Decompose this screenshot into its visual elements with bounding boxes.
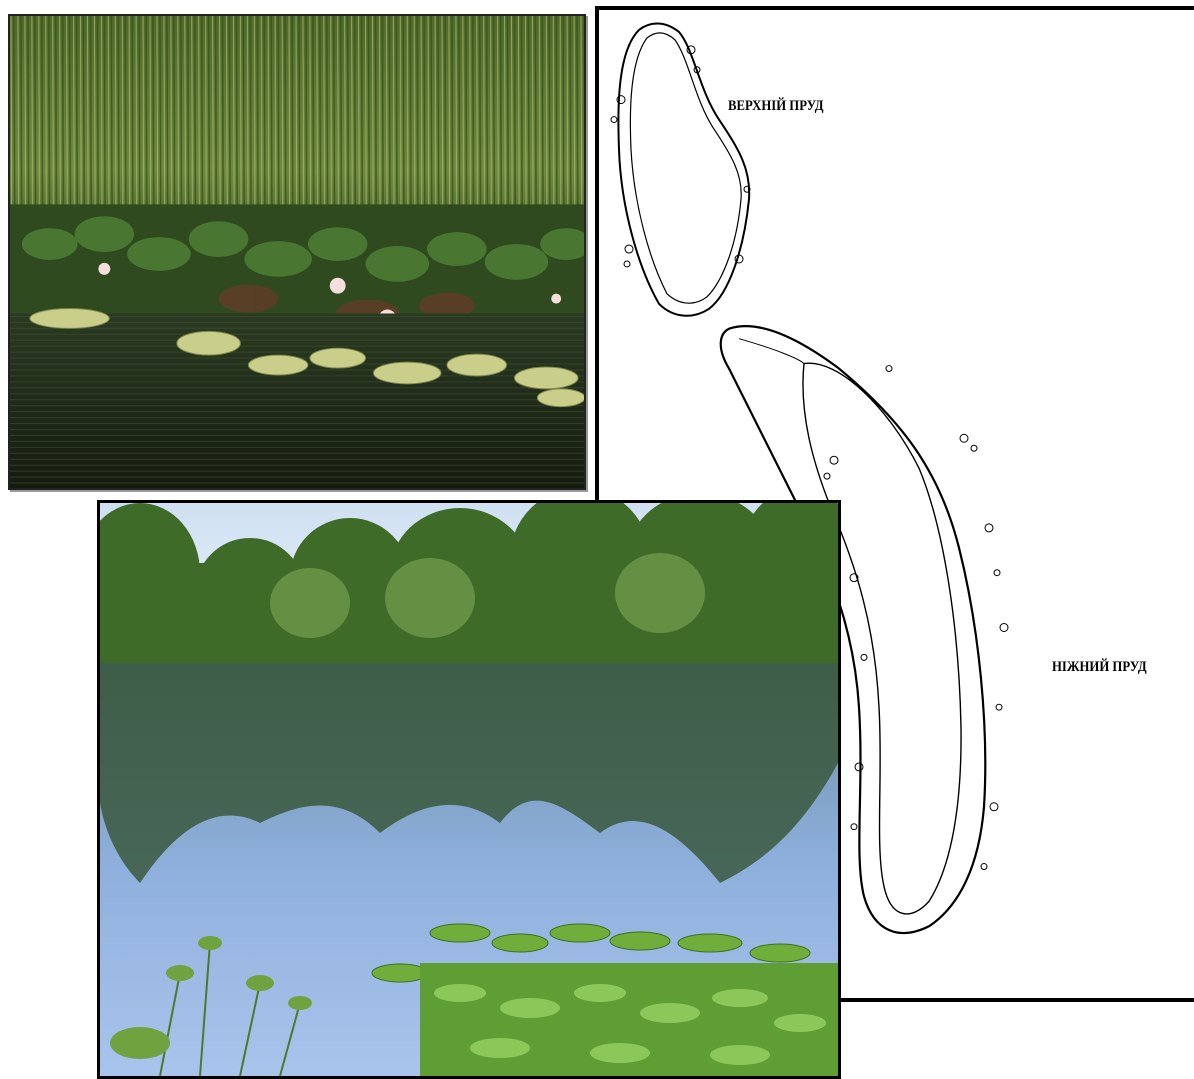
reeds-lilies-illustration bbox=[10, 16, 584, 488]
pond-reflection-illustration bbox=[100, 503, 838, 1076]
upper-pond-outline bbox=[610, 22, 751, 317]
lower-pond-label: НІЖНИЙ ПРУД bbox=[1052, 659, 1147, 675]
upper-pond-label: ВЕРХНІЙ ПРУД bbox=[728, 98, 824, 114]
photo-pond-reflection bbox=[97, 500, 841, 1079]
lower-pond-outline bbox=[719, 325, 1009, 935]
pond-map-drawing bbox=[610, 22, 1009, 935]
photo-reeds-water-lilies bbox=[8, 14, 586, 490]
